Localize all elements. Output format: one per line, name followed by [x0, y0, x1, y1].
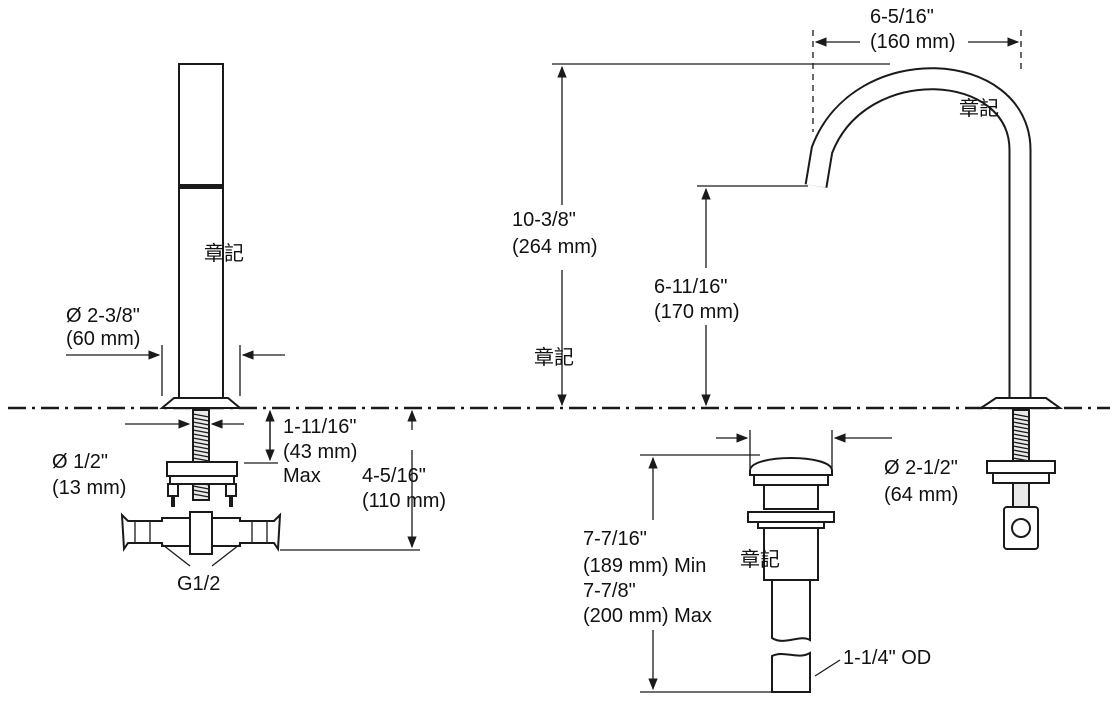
handshower-body — [178, 63, 224, 403]
spout-mount-nut — [986, 460, 1056, 474]
deck-thickness-note: Max — [283, 465, 321, 487]
handshower-shank-diameter-inch: Ø 1/2" — [52, 451, 108, 473]
drain-cap-diameter-mm: (64 mm) — [884, 484, 958, 506]
drain-flange — [753, 474, 829, 486]
handshower-drawing — [66, 63, 420, 567]
spout-inlet-port — [1011, 518, 1031, 538]
handshower-body-diameter-inch: Ø 2-3/8" — [66, 305, 140, 327]
drain-cap — [749, 457, 833, 476]
drain-tailpiece-lower — [771, 651, 811, 693]
below-deck-inch: 4-5/16" — [362, 465, 426, 487]
connection-label: G1/2 — [177, 573, 220, 595]
deck-thickness-inch: 1-11/16" — [283, 416, 356, 438]
handshower-mount-bolt-left — [167, 483, 179, 507]
drain-lower-body — [763, 527, 819, 581]
drain-length-min-inch: 7-7/16" — [583, 528, 647, 550]
spout-outlet-height-mm: (170 mm) — [654, 301, 740, 323]
spout-mount-plate — [992, 472, 1050, 484]
handshower-mount-plate — [169, 475, 235, 485]
watermark-4: 章記 — [740, 548, 780, 571]
handshower-shank-diameter-mm: (13 mm) — [52, 477, 126, 499]
watermark-1: 章記 — [204, 242, 244, 265]
spout-gooseneck — [804, 67, 1032, 400]
drain-body — [763, 484, 819, 510]
handshower-mount-bolt-right — [225, 483, 237, 507]
drain-locknut — [747, 511, 835, 523]
handshower-connector-right — [211, 512, 282, 553]
spout-drawing — [552, 30, 1064, 550]
handshower-connector-left — [120, 512, 191, 553]
drain-drawing — [640, 430, 892, 693]
watermark-2: 章記 — [959, 97, 999, 120]
handshower-band — [179, 184, 223, 189]
drain-tailpiece-od: 1-1/4" OD — [843, 647, 931, 669]
handshower-tee-body — [189, 511, 213, 555]
spout-base-flange — [977, 397, 1064, 409]
drain-length-max-inch: 7-7/8" — [583, 580, 636, 602]
drain-length-min-mm: (189 mm) Min — [583, 555, 706, 577]
spout-outlet-height-inch: 6-11/16" — [654, 276, 727, 298]
spout-shank-threads — [1012, 413, 1030, 462]
drain-tailpiece-upper — [771, 579, 811, 642]
drain-cap-diameter-inch: Ø 2-1/2" — [884, 457, 958, 479]
spout-reach-inch: 6-5/16" — [870, 6, 934, 28]
handshower-mount-nut — [166, 461, 238, 477]
below-deck-mm: (110 mm) — [362, 490, 446, 512]
deck-thickness-mm: (43 mm) — [283, 441, 357, 463]
handshower-base-flange — [159, 397, 243, 409]
handshower-body-diameter-mm: (60 mm) — [66, 328, 140, 350]
spout-height-mm: (264 mm) — [512, 236, 598, 258]
spout-height-inch: 10-3/8" — [512, 209, 576, 231]
watermark-3: 章記 — [534, 346, 574, 369]
spout-reach-mm: (160 mm) — [870, 31, 956, 53]
drain-length-max-mm: (200 mm) Max — [583, 605, 712, 627]
